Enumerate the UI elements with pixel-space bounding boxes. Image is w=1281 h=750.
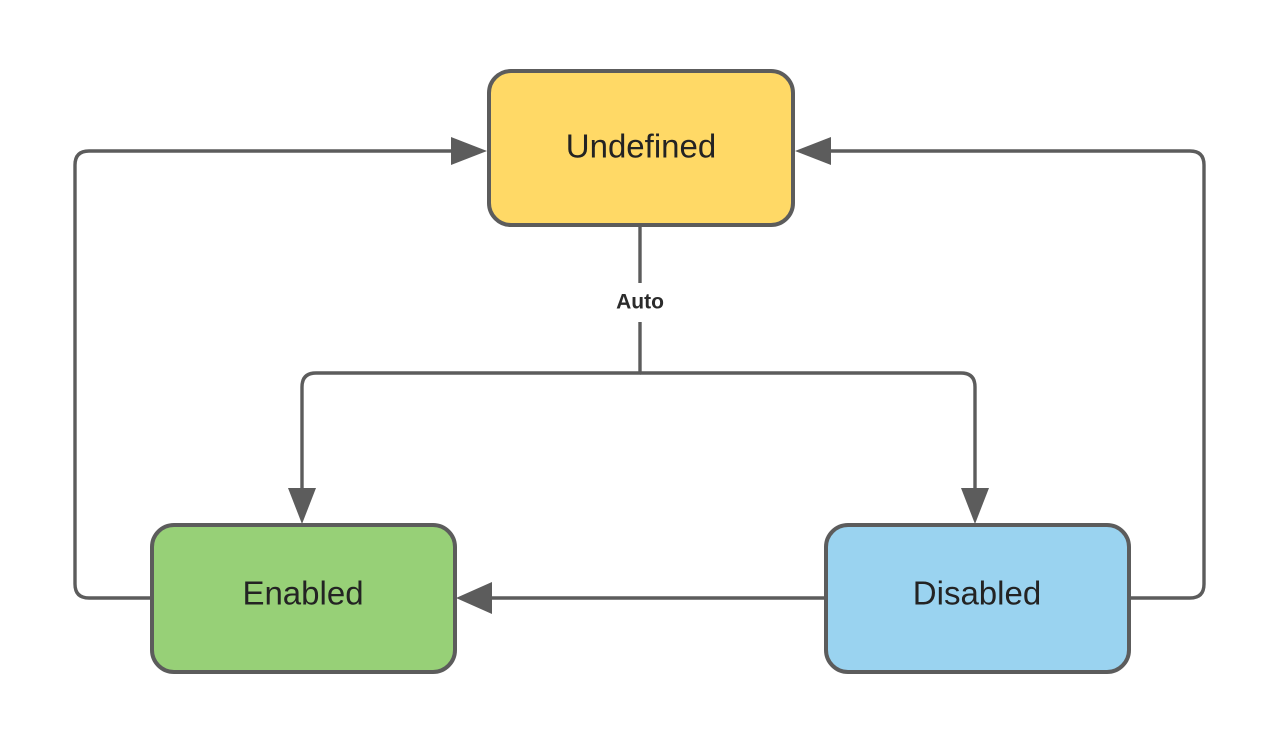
edge-undefined-to-disabled-line [640,371,977,495]
node-enabled[interactable]: Enabled [150,523,457,674]
edge-undefined-to-enabled[interactable] [288,225,642,524]
edge-undefined-to-disabled[interactable] [640,371,989,524]
edge-undefined-to-disabled-arrowhead [961,488,989,524]
node-disabled-shape [824,523,1131,674]
node-undefined-shape [487,69,795,227]
edge-enabled-to-undefined-line [73,149,457,600]
edge-undefined-to-enabled-line [300,225,642,495]
edge-enabled-to-undefined-arrowhead [451,137,487,165]
auto-label-background [594,283,686,322]
auto-edge-label: Auto [594,283,686,322]
node-disabled[interactable]: Disabled [824,523,1131,674]
node-enabled-shape [150,523,457,674]
edge-enabled-disabled-arrowhead-left [456,582,492,614]
node-enabled-label: Enabled [242,575,363,612]
edge-undefined-to-enabled-arrowhead [288,488,316,524]
edge-disabled-to-undefined[interactable] [795,137,1206,600]
edge-enabled-to-undefined[interactable] [73,137,487,600]
edge-disabled-to-undefined-line [825,149,1206,600]
auto-label-text: Auto [616,291,664,314]
node-undefined-label: Undefined [566,128,716,165]
node-disabled-label: Disabled [913,575,1041,612]
edge-disabled-to-undefined-arrowhead [795,137,831,165]
node-undefined[interactable]: Undefined [487,69,795,227]
